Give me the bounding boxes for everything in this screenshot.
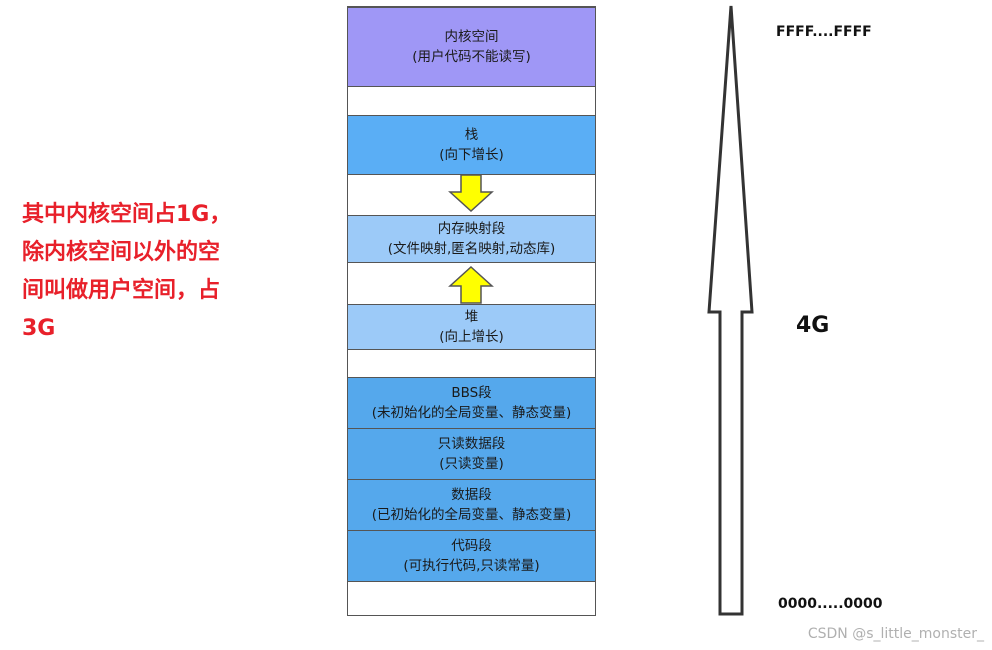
segment-subtitle: (可执行代码,只读常量): [403, 558, 540, 574]
address-bottom-label: 0000.....0000: [778, 596, 883, 612]
segment-code: 代码段 (可执行代码,只读常量): [348, 530, 595, 582]
address-size-label: 4G: [796, 313, 830, 338]
segment-data: 数据段 (已初始化的全局变量、静态变量): [348, 479, 595, 531]
annotation-line: 间叫做用户空间，占: [22, 278, 221, 303]
address-top-label: FFFF....FFFF: [776, 24, 872, 40]
up-arrow-icon: [448, 266, 494, 304]
segment-subtitle: (未初始化的全局变量、静态变量): [371, 405, 572, 421]
memory-layout-stack: 内核空间 (用户代码不能读写) 栈 (向下增长) 内存映射段 (文件映射,匿名映…: [347, 6, 596, 616]
segment-subtitle: (文件映射,匿名映射,动态库): [387, 241, 556, 257]
segment-title: 栈: [464, 127, 479, 143]
segment-title: 数据段: [451, 487, 492, 503]
segment-subtitle: (用户代码不能读写): [412, 49, 531, 65]
watermark: CSDN @s_little_monster_: [807, 626, 984, 642]
address-space-arrow-icon: [707, 5, 754, 616]
segment-bss: BBS段 (未初始化的全局变量、静态变量): [348, 377, 595, 429]
annotation-text: 其中内核空间占1G， 除内核空间以外的空 间叫做用户空间，占 3G: [22, 196, 302, 348]
segment-kernel-space: 内核空间 (用户代码不能读写): [348, 7, 595, 87]
segment-readonly-data: 只读数据段 (只读变量): [348, 428, 595, 480]
segment-title: 内核空间: [444, 29, 499, 45]
segment-subtitle: (向下增长): [439, 147, 504, 163]
annotation-line: 除内核空间以外的空: [22, 240, 221, 265]
segment-memory-mapping: 内存映射段 (文件映射,匿名映射,动态库): [348, 215, 595, 263]
segment-title: 内存映射段: [437, 221, 506, 237]
segment-subtitle: (已初始化的全局变量、静态变量): [371, 507, 572, 523]
segment-subtitle: (向上增长): [439, 329, 504, 345]
annotation-line: 3G: [22, 316, 56, 341]
segment-subtitle: (只读变量): [439, 456, 504, 472]
segment-title: BBS段: [451, 385, 492, 401]
down-arrow-icon: [448, 174, 494, 212]
segment-title: 代码段: [451, 538, 492, 554]
segment-stack: 栈 (向下增长): [348, 115, 595, 175]
segment-heap: 堆 (向上增长): [348, 304, 595, 350]
segment-title: 堆: [464, 309, 479, 325]
annotation-line: 其中内核空间占1G，: [22, 202, 232, 227]
segment-title: 只读数据段: [437, 436, 506, 452]
